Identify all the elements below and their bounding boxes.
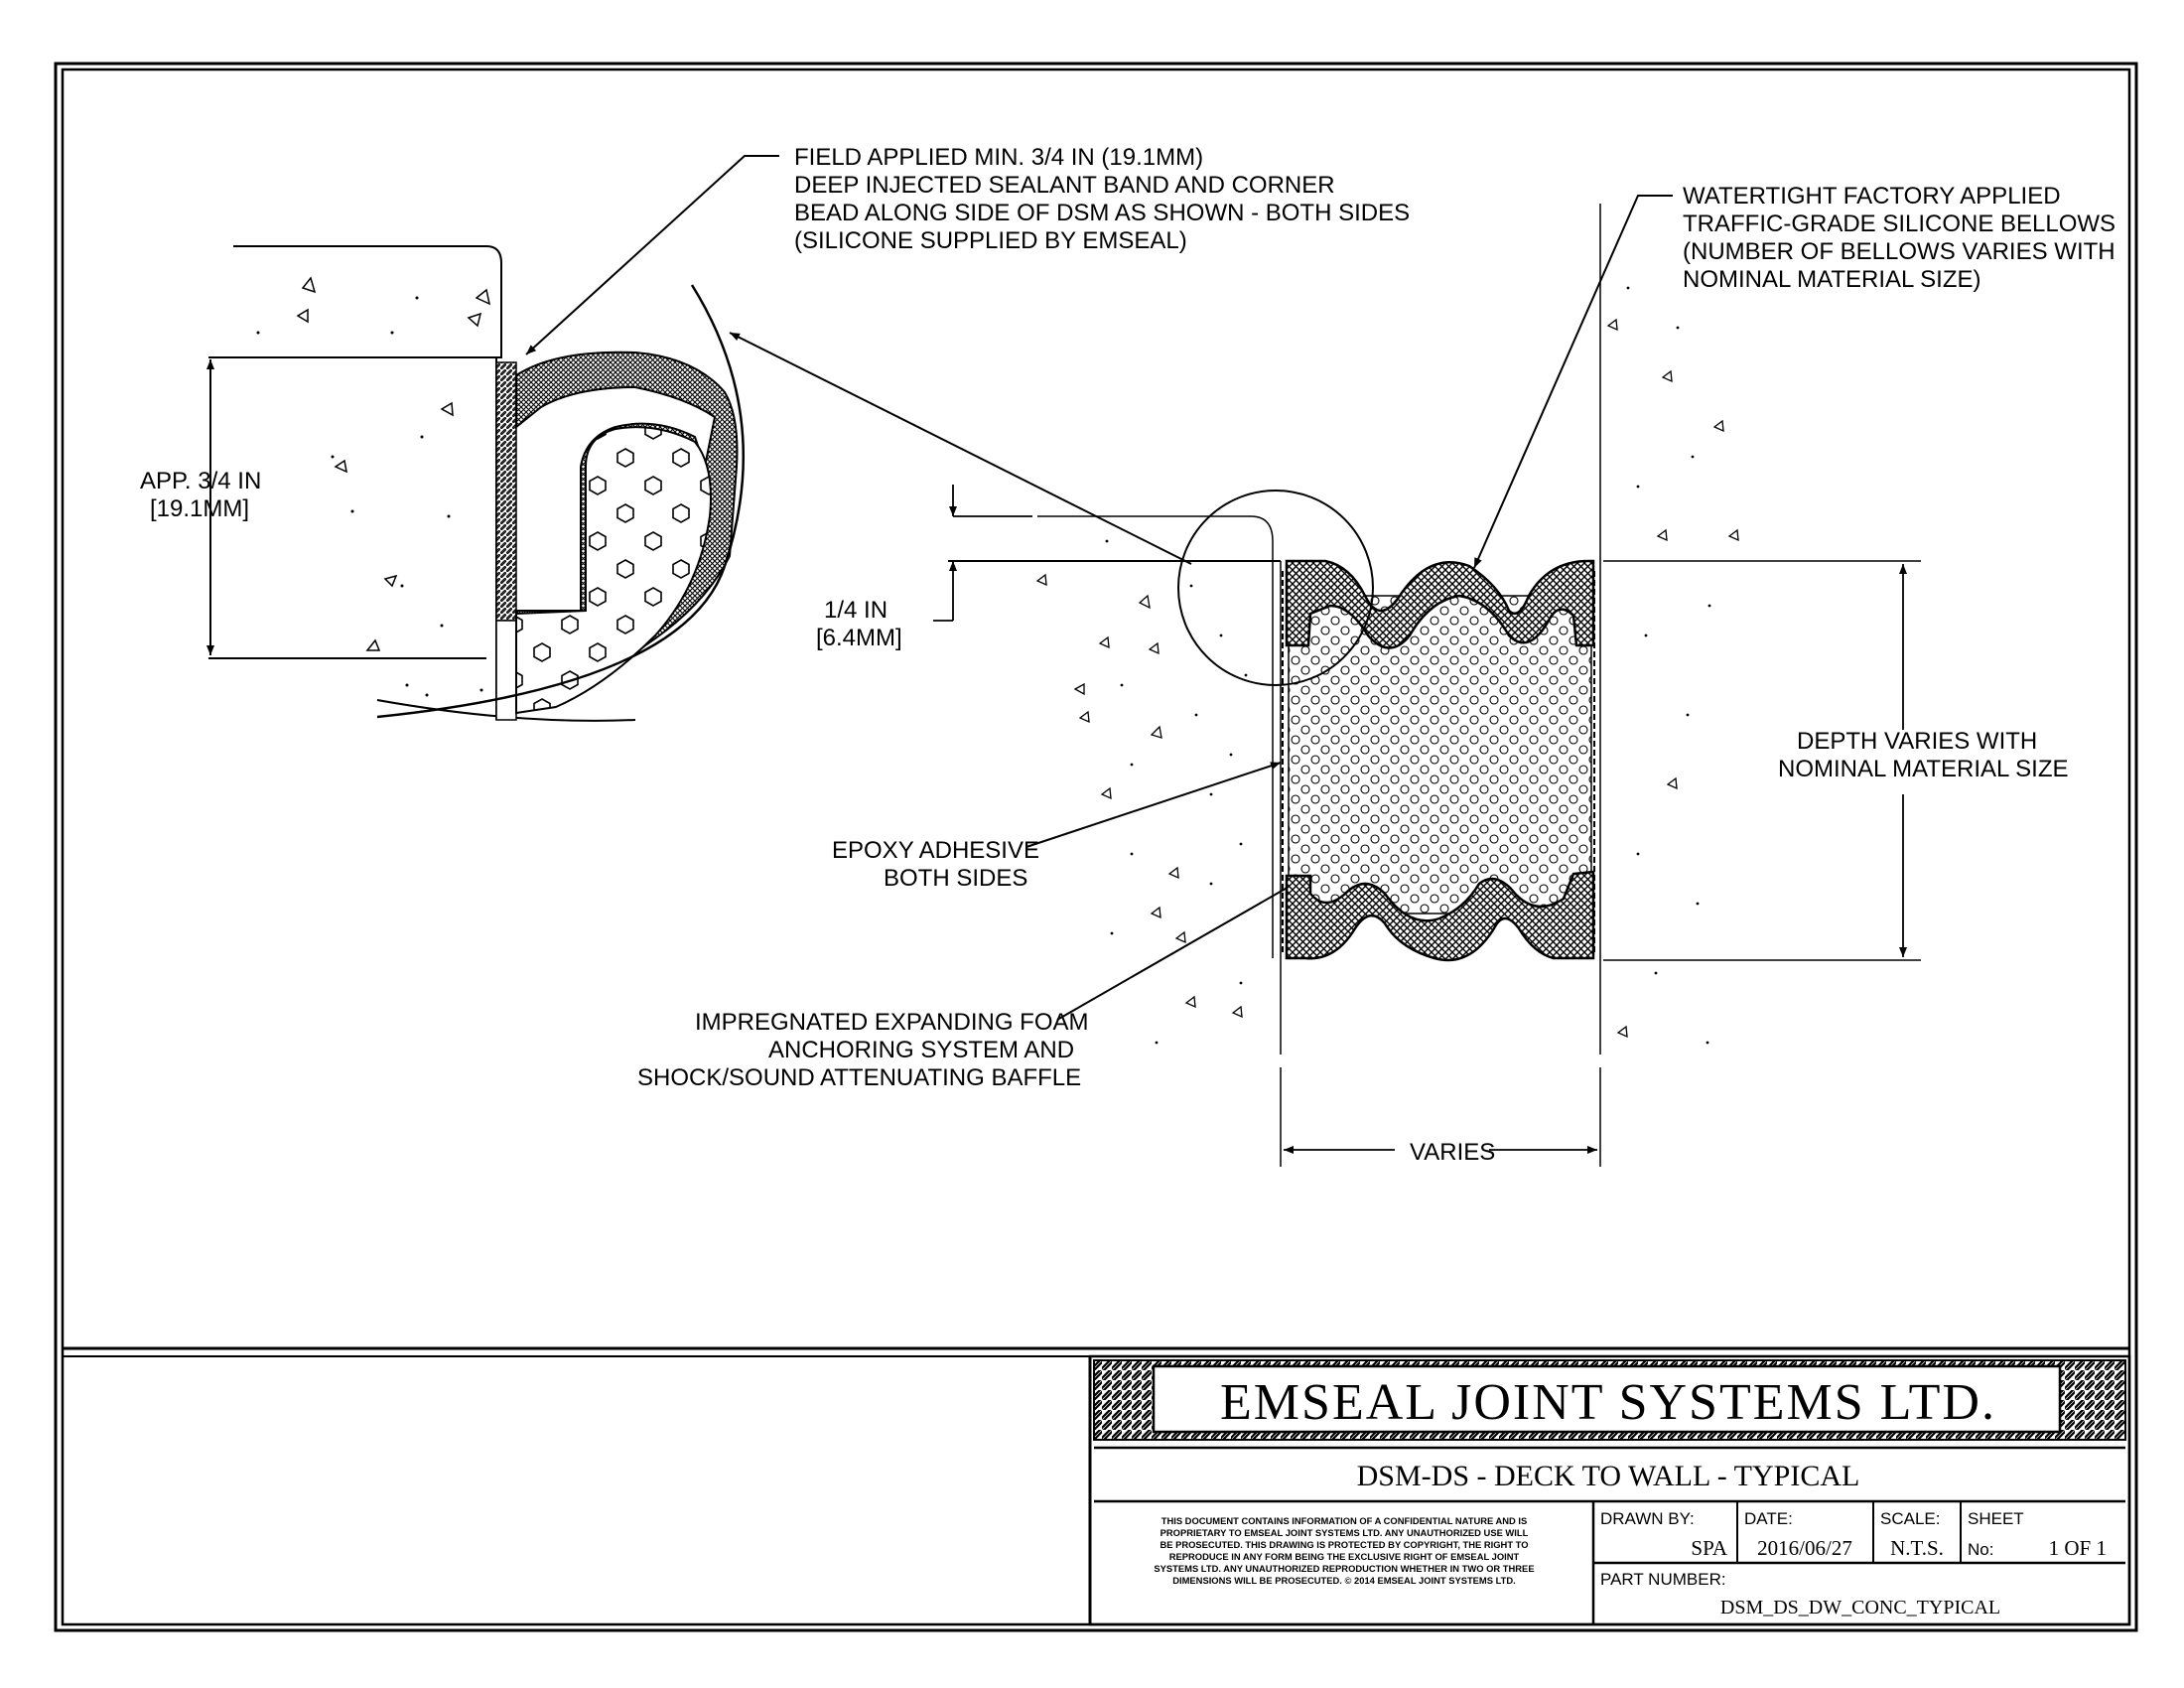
disclaimer-line-1: THIS DOCUMENT CONTAINS INFORMATION OF A … — [1161, 1515, 1528, 1526]
field-sealant-line-2: DEEP INJECTED SEALANT BAND AND CORNER — [794, 172, 1335, 199]
field-sealant-line-1: FIELD APPLIED MIN. 3/4 IN (19.1mm) — [794, 144, 1203, 171]
foam-core — [1288, 595, 1592, 914]
disclaimer-line-3: BE PROSECUTED. THIS DRAWING IS PROTECTED… — [1160, 1539, 1528, 1550]
scale-value: N.T.S. — [1890, 1536, 1944, 1560]
date-value: 2016/06/27 — [1757, 1536, 1852, 1560]
varies-label: VARIES — [1410, 1139, 1495, 1166]
disclaimer-line-2: PROPRIETARY TO EMSEAL JOINT SYSTEMS LTD.… — [1160, 1527, 1529, 1538]
detail-epoxy — [495, 361, 517, 622]
quarter-dim-line-2: [6.4mm] — [816, 625, 902, 651]
field-sealant-line-3: BEAD ALONG SIDE OF DSM AS SHOWN - BOTH S… — [794, 200, 1410, 226]
drawn-by-label: DRAWN BY: — [1600, 1509, 1695, 1528]
part-number-value: DSM_DS_DW_CONC_TYPICAL — [1720, 1597, 2000, 1618]
epoxy-line-2: BOTH SIDES — [884, 865, 1027, 892]
detail-bubble — [1177, 490, 1374, 686]
depth-line-2: NOMINAL MATERIAL SIZE — [1778, 756, 2069, 782]
detail-foam — [515, 426, 712, 715]
date-label: DATE: — [1744, 1509, 1793, 1528]
quarter-dim-line-1: 1/4 IN — [824, 597, 887, 624]
depth-line-1: DEPTH VARIES WITH — [1797, 728, 2037, 755]
foam-line-1: IMPREGNATED EXPANDING FOAM — [695, 1009, 1088, 1036]
sheet-label: SHEET — [1968, 1509, 2024, 1528]
scale-label: SCALE: — [1880, 1509, 1940, 1528]
bellows-line-1: WATERTIGHT FACTORY APPLIED — [1683, 183, 2061, 210]
disclaimer-line-6: DIMENSIONS WILL BE PROSECUTED. © 2014 EM… — [1172, 1575, 1516, 1586]
top-bellows — [1285, 559, 1595, 649]
foam-line-3: SHOCK/SOUND ATTENUATING BAFFLE — [637, 1064, 1081, 1091]
bellows-line-2: TRAFFIC-GRADE SILICONE BELLOWS — [1683, 211, 2116, 237]
sheet-value: 1 OF 1 — [2049, 1536, 2107, 1560]
company-banner — [1152, 1364, 2062, 1434]
bellows-line-4: NOMINAL MATERIAL SIZE) — [1683, 266, 1980, 293]
part-number-label: PART NUMBER: — [1600, 1570, 1726, 1589]
bellows-line-3: (NUMBER OF BELLOWS VARIES WITH — [1683, 238, 2116, 265]
app-dim-line-1: APP. 3/4 IN — [140, 468, 261, 494]
detail-view-arc — [376, 284, 746, 719]
app-dim-line-2: [19.1mm] — [150, 495, 249, 522]
sheet-no-label: No: — [1968, 1540, 1993, 1559]
enlarged-detail — [206, 245, 746, 722]
epoxy-line-1: EPOXY ADHESIVE — [832, 837, 1039, 864]
drawing-title: DSM-DS - DECK TO WALL - TYPICAL — [1357, 1460, 1860, 1492]
company-name: EMSEAL JOINT SYSTEMS LTD. — [1220, 1374, 1996, 1431]
deck-aggregate — [1035, 573, 1243, 1019]
outer-border — [54, 62, 2138, 1632]
detail-concrete-edge — [233, 245, 502, 358]
detail-aggregate — [296, 276, 491, 651]
field-sealant-line-4: (SILICONE SUPPLIED BY EMSEAL) — [794, 227, 1187, 254]
main-section — [933, 204, 1921, 1167]
disclaimer-line-5: SYSTEMS LTD. ANY UNAUTHORIZED REPRODUCTI… — [1154, 1563, 1534, 1574]
wall-aggregate — [1606, 318, 1739, 1039]
leader-lines — [525, 155, 1673, 1021]
disclaimer-line-4: REPRODUCE IN ANY FORM BEING THE EXCLUSIV… — [1169, 1551, 1520, 1562]
drawn-by-value: SPA — [1691, 1536, 1727, 1560]
title-block — [1088, 1354, 2131, 1626]
foam-line-2: ANCHORING SYSTEM AND — [768, 1037, 1074, 1063]
